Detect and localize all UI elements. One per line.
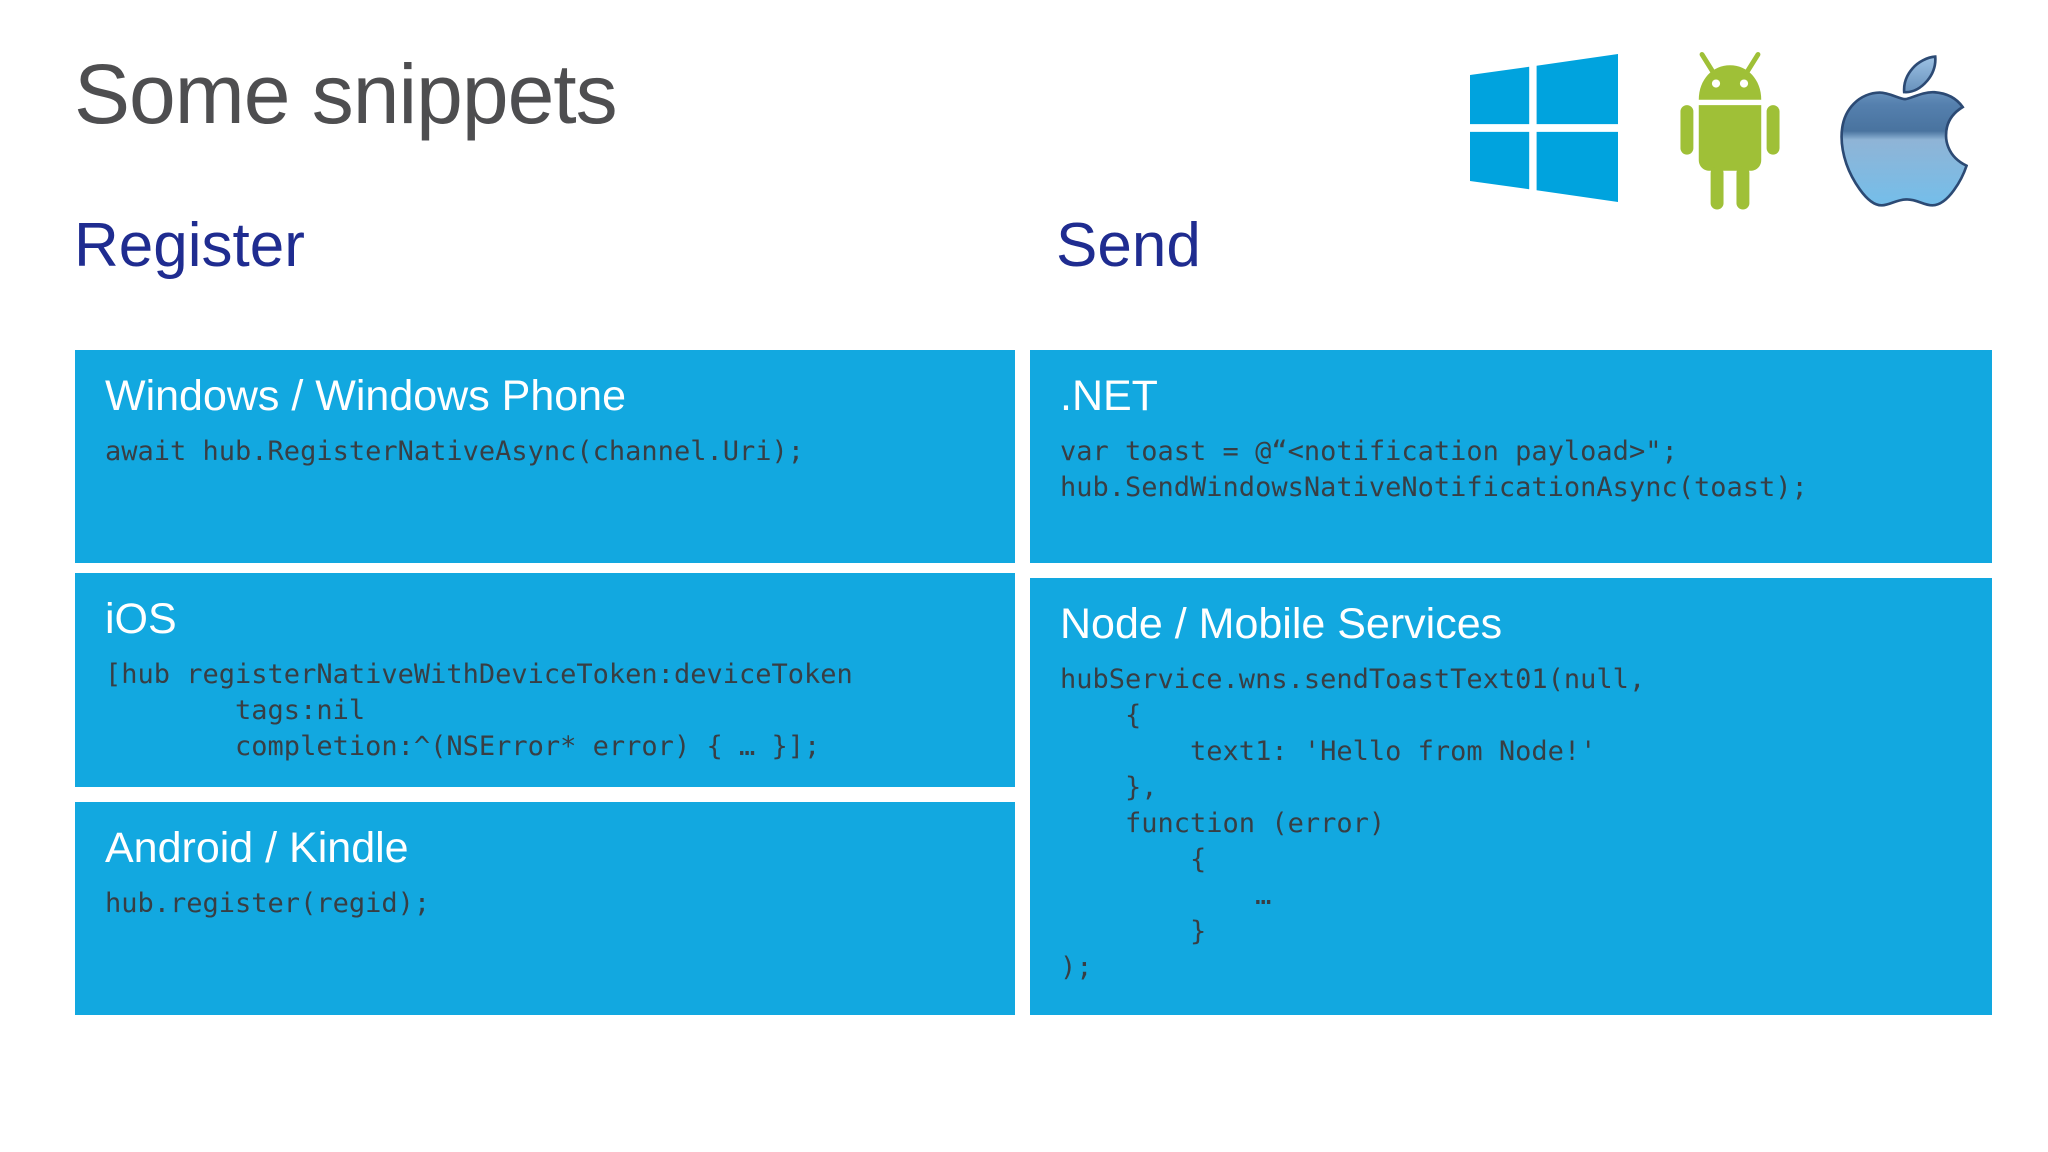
- send-heading: Send: [1056, 211, 1201, 280]
- snippet-box-dotnet: .NET var toast = @“<notification payload…: [1030, 350, 1992, 563]
- box-title: Node / Mobile Services: [1060, 600, 1503, 648]
- box-title: iOS: [105, 595, 177, 643]
- snippet-box-android: Android / Kindle hub.register(regid);: [75, 802, 1015, 1015]
- snippet-box-node: Node / Mobile Services hubService.wns.se…: [1030, 578, 1992, 1015]
- box-code: var toast = @“<notification payload>"; h…: [1060, 435, 1808, 503]
- register-heading: Register: [74, 211, 305, 280]
- box-title: Windows / Windows Phone: [105, 372, 626, 420]
- box-code: [hub registerNativeWithDeviceToken:devic…: [105, 658, 853, 762]
- box-title: Android / Kindle: [105, 824, 409, 872]
- apple-logo-icon: [1840, 55, 1968, 207]
- box-code: await hub.RegisterNativeAsync(channel.Ur…: [105, 435, 804, 467]
- snippet-box-windows: Windows / Windows Phone await hub.Regist…: [75, 350, 1015, 563]
- windows-logo-icon: [1470, 54, 1618, 202]
- box-code: hubService.wns.sendToastText01(null, { t…: [1060, 663, 1646, 983]
- box-code: hub.register(regid);: [105, 887, 431, 919]
- platform-logos: [1470, 48, 1968, 216]
- snippet-box-ios: iOS [hub registerNativeWithDeviceToken:d…: [75, 573, 1015, 787]
- box-title: .NET: [1060, 372, 1158, 420]
- send-column: .NET var toast = @“<notification payload…: [1030, 350, 1992, 1015]
- android-logo-icon: [1680, 52, 1780, 210]
- register-column: Windows / Windows Phone await hub.Regist…: [75, 350, 1015, 1015]
- slide-title: Some snippets: [74, 47, 618, 141]
